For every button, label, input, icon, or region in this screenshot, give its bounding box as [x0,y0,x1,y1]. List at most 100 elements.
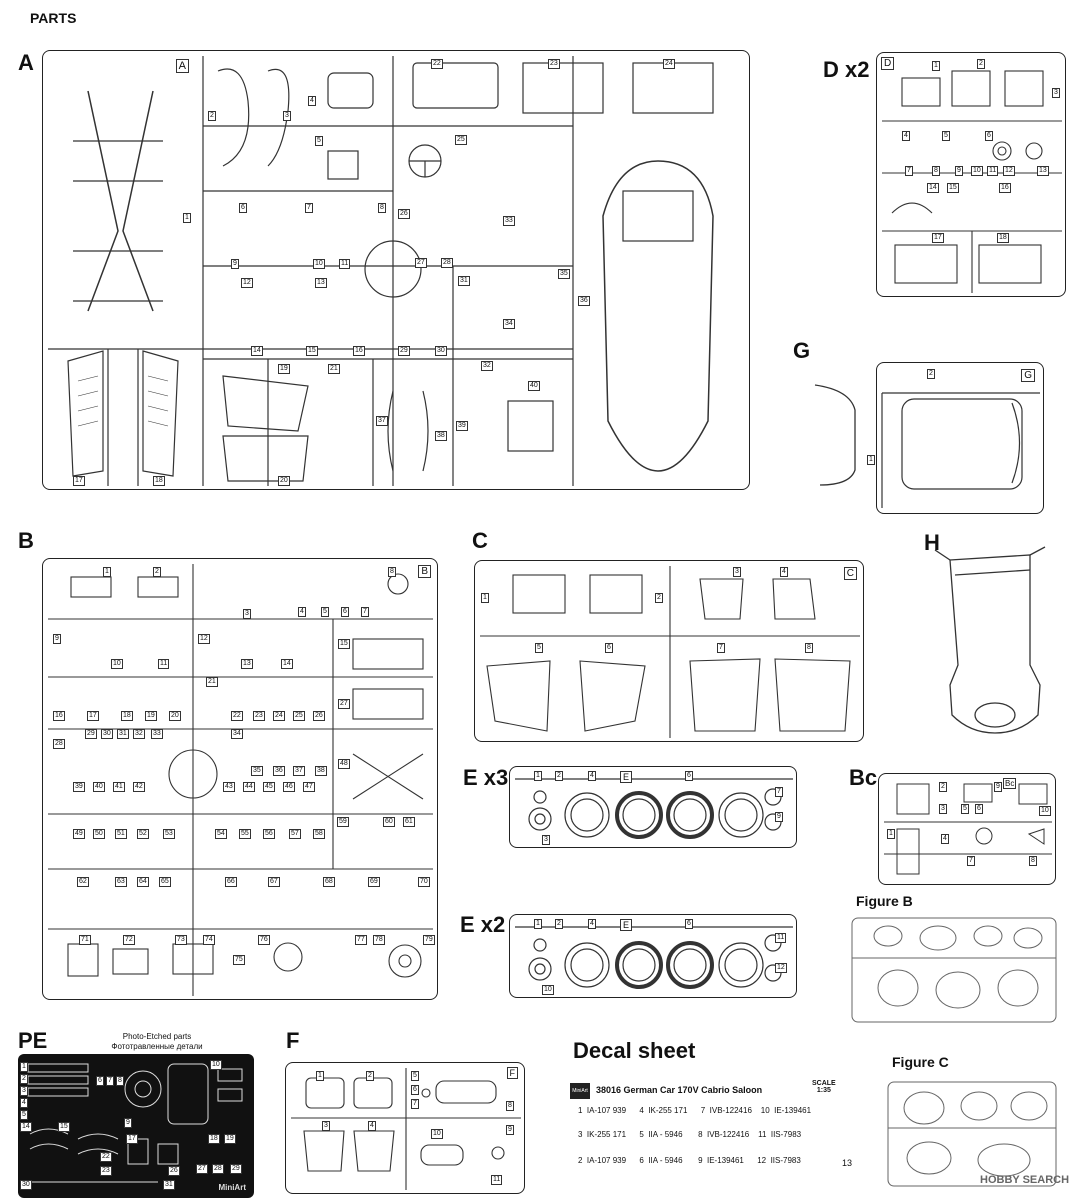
part-number: 1 [932,61,940,71]
part-number: 12 [775,963,787,973]
part-number: 71 [79,935,91,945]
part-number: 36 [578,296,590,306]
part-number: 18 [121,711,133,721]
part-number: 70 [418,877,430,887]
part-number: 61 [403,817,415,827]
part-number: 18 [208,1134,220,1144]
part-number: 67 [268,877,280,887]
part-number: 7 [106,1076,114,1086]
part-number: 79 [423,935,435,945]
part-number: 16 [999,183,1011,193]
part-number: 2 [208,111,216,121]
part-number: 21 [206,677,218,687]
part-number: 22 [431,59,443,69]
part-number: 8 [1029,856,1037,866]
part-number: 13 [241,659,253,669]
sprue-b-label: B [18,528,34,553]
part-number: 29 [398,346,410,356]
part-number: 8 [506,1101,514,1111]
part-number: 6 [341,607,349,617]
sprue-bc: Bc 1 2 3 4 5 6 7 8 9 10 [878,773,1056,885]
part-number: 11 [339,259,351,269]
part-number: 29 [230,1164,242,1174]
part-number: 7 [361,607,369,617]
part-number: 28 [212,1164,224,1174]
part-number: 46 [283,782,295,792]
sprue-b: B 1 2 3 4 5 6 7 8 9 10 11 12 13 14 15 16… [42,558,438,1000]
part-number: 3 [283,111,291,121]
part-number: 30 [435,346,447,356]
part-number: 54 [215,829,227,839]
sprue-c: C 1 2 3 4 5 6 7 8 [474,560,864,742]
part-number: 8 [378,203,386,213]
part-number: 32 [481,361,493,371]
part-number: 6 [685,919,693,929]
part-number: 20 [169,711,181,721]
part-number: 1 [534,919,542,929]
sprue-f-drawing [291,1068,521,1190]
part-number: 4 [20,1098,28,1108]
part-number: 4 [780,567,788,577]
part-number: 5 [961,804,969,814]
part-number: 2 [655,593,663,603]
part-number: 6 [605,643,613,653]
part-number: 26 [398,209,410,219]
part-number: 3 [20,1086,28,1096]
part-number: 5 [535,643,543,653]
part-number: 17 [73,476,85,486]
part-number: 7 [775,787,783,797]
sprue-b-tag: B [418,565,431,578]
part-number: 33 [503,216,515,226]
part-number: 36 [273,766,285,776]
part-number: 63 [115,877,127,887]
part-number: 72 [123,935,135,945]
part-number: 12 [1003,166,1015,176]
part-number: 8 [805,643,813,653]
sprue-pe-label: PE [18,1028,48,1053]
decal-scale: SCALE 1:35 [812,1080,836,1094]
part-number: 27 [338,699,350,709]
part-number: 8 [932,166,940,176]
part-number: 10 [542,985,554,995]
part-number: 3 [733,567,741,577]
part-number: 1 [887,829,895,839]
part-number: 3 [939,804,947,814]
sprue-e-x3: E 1 2 3 4 6 7 9 [509,766,797,848]
part-number: 9 [53,634,61,644]
part-number: 50 [93,829,105,839]
part-number: 44 [243,782,255,792]
part-number: 49 [73,829,85,839]
decal-row: 1 IA-107 939 4 IK-255 171 7 IVB-122416 1… [578,1106,812,1115]
part-number: 2 [555,771,563,781]
part-number: 73 [175,935,187,945]
decal-scale-value: 1:35 [816,1087,831,1094]
part-number: 4 [308,96,316,106]
part-number: 9 [994,782,1002,792]
sprue-g-label: G [793,338,811,363]
part-number: 39 [73,782,85,792]
part-number: 1 [316,1071,324,1081]
part-number: 9 [775,812,783,822]
part-number: 31 [458,276,470,286]
figure-c-label: Figure C [892,1054,949,1070]
part-number: 8 [116,1076,124,1086]
part-number: 39 [456,421,468,431]
part-number: 1 [534,771,542,781]
part-number: 1 [481,593,489,603]
part-number: 2 [366,1071,374,1081]
part-number: 13 [1037,166,1049,176]
part-number: 2 [153,567,161,577]
part-number: 30 [101,729,113,739]
part-number: 58 [313,829,325,839]
sprue-d: D 1 2 3 4 5 6 7 8 9 10 11 12 13 14 15 16… [876,52,1066,297]
part-number: 27 [415,258,427,268]
part-number: 1 [183,213,191,223]
sprue-bc-tag: Bc [1003,778,1017,789]
part-number: 2 [939,782,947,792]
sprue-bc-drawing [884,783,1052,875]
part-number: 23 [100,1166,112,1176]
part-number: 34 [231,729,243,739]
part-number: 3 [243,609,251,619]
part-number: 12 [241,278,253,288]
photo-etched-fret: MiniArt 1 2 3 4 5 6 7 8 9 10 14 15 17 18… [18,1054,254,1198]
